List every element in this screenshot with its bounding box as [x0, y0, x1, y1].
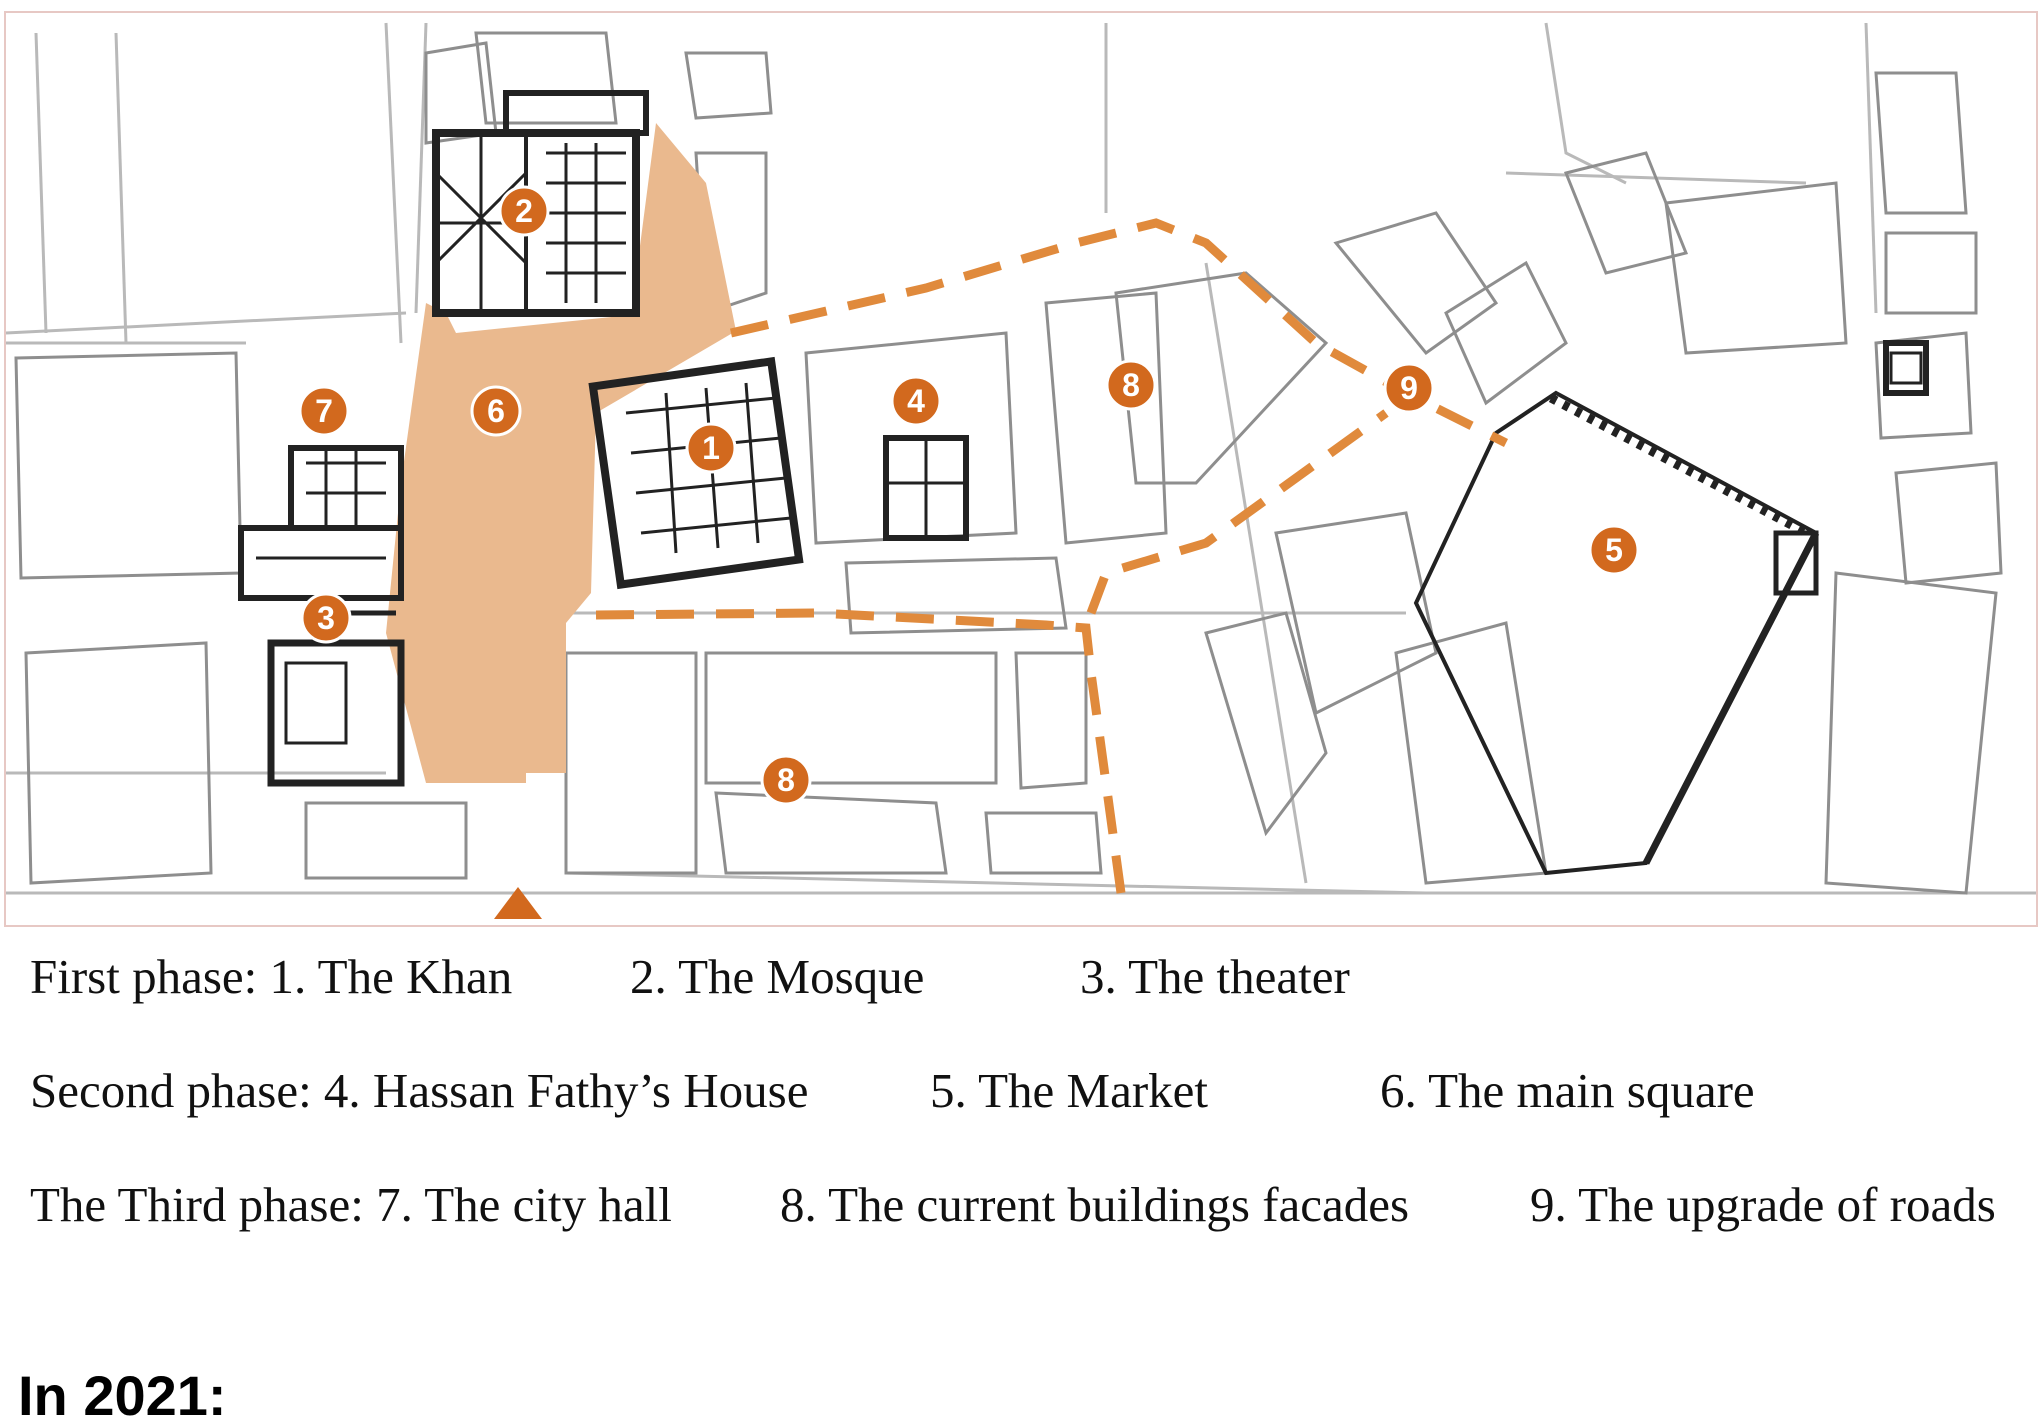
legend-main-square: 6. The main square	[1380, 1063, 1755, 1118]
svg-text:9: 9	[1400, 370, 1418, 406]
marker-1: 1	[685, 422, 737, 474]
svg-text:5: 5	[1605, 532, 1623, 568]
site-plan-drawing: 1 2 3 4 5 6 7 8	[6, 22, 2036, 919]
legend-first-phase-khan: First phase: 1. The Khan	[30, 949, 513, 1004]
marker-8-north: 8	[1105, 359, 1157, 411]
marker-8-south: 8	[760, 754, 812, 806]
marker-7: 7	[298, 385, 350, 437]
legend-third-phase-city-hall: The Third phase: 7. The city hall	[30, 1177, 672, 1232]
triangle-up-icon	[494, 887, 542, 919]
marker-2: 2	[498, 185, 550, 237]
marker-9: 9	[1383, 362, 1435, 414]
svg-text:7: 7	[315, 393, 333, 429]
legend-market: 5. The Market	[930, 1063, 1209, 1118]
marker-6: 6	[470, 385, 522, 437]
marker-4: 4	[890, 375, 942, 427]
legend-mosque: 2. The Mosque	[630, 949, 925, 1004]
main-square-area	[386, 123, 736, 783]
map-markers: 1 2 3 4 5 6 7 8	[298, 185, 1640, 806]
section-heading: In 2021:	[18, 1364, 227, 1427]
building-outlines	[14, 31, 2003, 895]
legend-roads: 9. The upgrade of roads	[1530, 1177, 1996, 1232]
svg-text:6: 6	[487, 393, 505, 429]
svg-text:8: 8	[777, 762, 795, 798]
svg-text:4: 4	[907, 383, 925, 419]
svg-text:8: 8	[1122, 367, 1140, 403]
marker-3: 3	[300, 592, 352, 644]
legend-facades: 8. The current buildings facades	[780, 1177, 1410, 1232]
marker-5: 5	[1588, 524, 1640, 576]
legend-second-phase-house: Second phase: 4. Hassan Fathy’s House	[30, 1063, 809, 1118]
legend-theater: 3. The theater	[1080, 949, 1350, 1004]
svg-text:2: 2	[515, 193, 533, 229]
svg-text:3: 3	[317, 600, 335, 636]
site-plan-map: 1 2 3 4 5 6 7 8	[4, 11, 2038, 927]
street-lines	[6, 22, 2036, 895]
svg-text:1: 1	[702, 430, 720, 466]
